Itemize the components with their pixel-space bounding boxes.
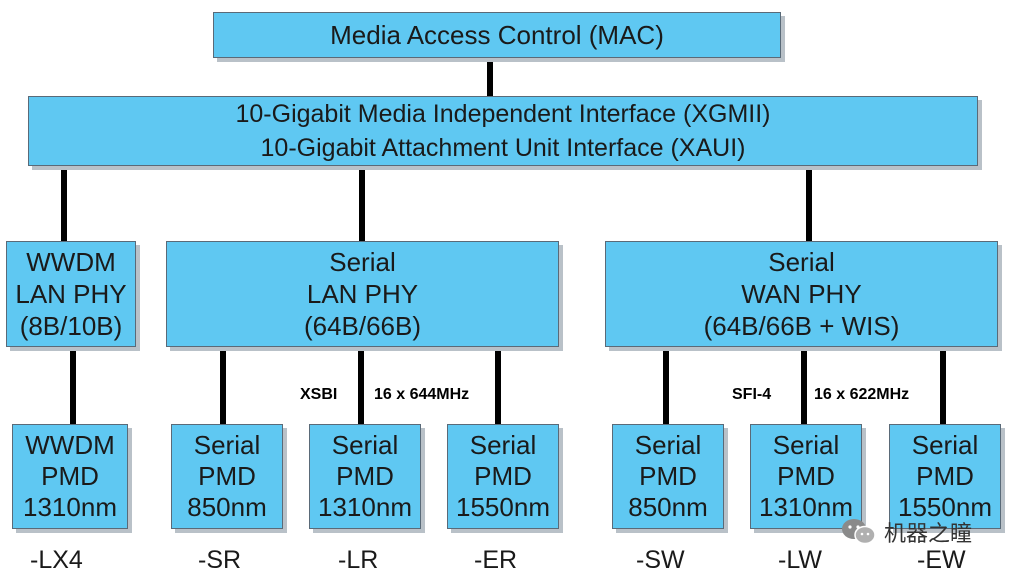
suffix-sw: -SW: [636, 546, 685, 574]
pmd-line: PMD: [336, 461, 394, 491]
pmd-box-ew: Serial PMD 1550nm: [889, 424, 1001, 529]
pmd-line: 1310nm: [759, 492, 853, 522]
pmd-line: 1310nm: [318, 492, 412, 522]
phy-line: LAN PHY: [306, 279, 419, 309]
sfi4-label: SFI-4: [732, 386, 772, 403]
watermark: 机器之瞳: [840, 516, 972, 548]
xgmii-label: 10-Gigabit Media Independent Interface (…: [235, 100, 771, 128]
pmd-line: Serial: [634, 430, 702, 460]
wwdm-lan-phy-box: WWDM LAN PHY (8B/10B): [6, 241, 136, 347]
xgmii-box: 10-Gigabit Media Independent Interface (…: [28, 96, 978, 166]
xsbi-label: XSBI: [300, 386, 338, 403]
connector-lan-phy-er: [495, 347, 501, 424]
phy-line: (64B/66B + WIS): [703, 311, 900, 341]
connector-wwdm-phy-pmd: [70, 347, 76, 424]
pmd-box-sw: Serial PMD 850nm: [612, 424, 724, 529]
connector-mac-xgmii: [487, 58, 493, 96]
pmd-box-lw: Serial PMD 1310nm: [750, 424, 862, 529]
pmd-line: Serial: [911, 430, 979, 460]
pmd-line: PMD: [198, 461, 256, 491]
suffix-lx4: -LX4: [30, 546, 83, 574]
pmd-box-er: Serial PMD 1550nm: [447, 424, 559, 529]
pmd-line: 1310nm: [23, 492, 117, 522]
suffix-sr: -SR: [198, 546, 242, 574]
xaui-label: 10-Gigabit Attachment Unit Interface (XA…: [260, 134, 746, 162]
suffix-ew: -EW: [917, 546, 966, 574]
wechat-icon: [842, 519, 876, 545]
pmd-line: Serial: [772, 430, 840, 460]
pmd-line: PMD: [777, 461, 835, 491]
phy-line: LAN PHY: [15, 279, 127, 309]
xsbi-rate-label: 16 x 644MHz: [374, 386, 470, 403]
pmd-line: 1550nm: [456, 492, 550, 522]
phy-line: Serial: [768, 247, 835, 277]
connector-wan-phy-lw: [801, 347, 807, 424]
pmd-line: 850nm: [187, 492, 267, 522]
pmd-line: PMD: [474, 461, 532, 491]
pmd-line: Serial: [469, 430, 537, 460]
mac-label: Media Access Control (MAC): [330, 19, 664, 50]
pmd-line: Serial: [193, 430, 261, 460]
connector-xgmii-wwdm-phy: [61, 166, 67, 241]
phy-line: WWDM: [26, 247, 116, 277]
pmd-box-lr: Serial PMD 1310nm: [309, 424, 421, 529]
connector-wan-phy-ew: [940, 347, 946, 424]
connector-wan-phy-sw: [663, 347, 669, 424]
connector-xgmii-wan-phy: [806, 166, 812, 241]
phy-line: (8B/10B): [19, 311, 123, 341]
pmd-line: PMD: [41, 461, 99, 491]
mac-box: Media Access Control (MAC): [213, 12, 781, 58]
pmd-line: PMD: [639, 461, 697, 491]
pmd-box-lx4: WWDM PMD 1310nm: [12, 424, 128, 529]
connector-lan-phy-lr: [358, 347, 364, 424]
suffix-lw: -LW: [778, 546, 822, 574]
sfi4-rate-label: 16 x 622MHz: [814, 386, 910, 403]
pmd-line: Serial: [331, 430, 399, 460]
pmd-line: 1550nm: [898, 492, 992, 522]
phy-line: Serial: [329, 247, 396, 277]
watermark-text: 机器之瞳: [884, 521, 973, 546]
serial-wan-phy-box: Serial WAN PHY (64B/66B + WIS): [605, 241, 998, 347]
serial-lan-phy-box: Serial LAN PHY (64B/66B): [166, 241, 559, 347]
phy-line: (64B/66B): [303, 311, 422, 341]
suffix-lr: -LR: [338, 546, 379, 574]
pmd-line: PMD: [916, 461, 974, 491]
suffix-er: -ER: [474, 546, 518, 574]
connector-lan-phy-sr: [220, 347, 226, 424]
pmd-box-sr: Serial PMD 850nm: [171, 424, 283, 529]
pmd-line: WWDM: [25, 430, 115, 460]
pmd-line: 850nm: [628, 492, 708, 522]
phy-line: WAN PHY: [741, 279, 862, 309]
connector-xgmii-lan-phy: [359, 166, 365, 241]
